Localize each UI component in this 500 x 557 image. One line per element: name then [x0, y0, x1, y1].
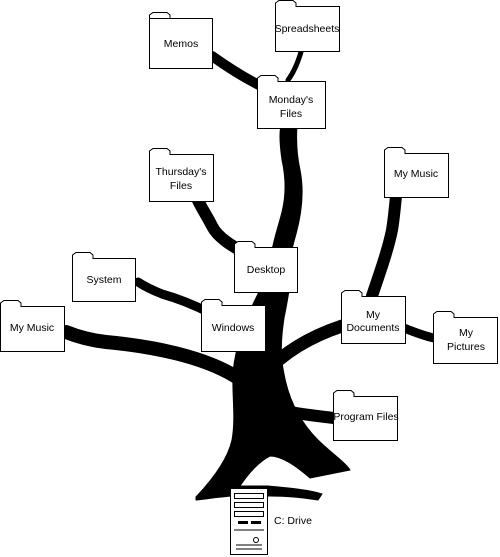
folder-my-documents[interactable]: My Documents — [341, 290, 406, 344]
folder-icon — [341, 290, 406, 344]
branch-program-files — [274, 404, 340, 424]
folder-label-my-documents-2: Documents — [346, 322, 399, 334]
branch-my-music-left — [59, 325, 245, 385]
folder-label-system: System — [86, 274, 121, 286]
folder-label-spreadsheets: Spreadsheets — [275, 23, 340, 35]
folder-icon — [149, 12, 213, 69]
drive-label: C: Drive — [274, 515, 312, 527]
folder-label-program-files: Program Files — [333, 411, 398, 423]
folder-icon — [72, 252, 136, 302]
folder-icon — [257, 75, 326, 129]
folder-my-pictures[interactable]: My Pictures — [433, 311, 498, 364]
folder-label-thursdays-files-2: Files — [170, 180, 192, 192]
folder-label-desktop: Desktop — [247, 264, 286, 276]
folder-icon — [384, 147, 449, 198]
folder-label-my-music-left: My Music — [10, 322, 54, 334]
folder-label-my-documents: My — [366, 309, 381, 321]
branch-spreadsheets — [285, 49, 304, 83]
folder-icon — [433, 311, 498, 364]
folder-spreadsheets[interactable]: Spreadsheets — [275, 0, 340, 52]
folder-memos[interactable]: Memos — [149, 12, 213, 69]
folder-label-my-music-right: My Music — [394, 168, 438, 180]
folder-icon — [0, 300, 65, 352]
folder-label-memos: Memos — [164, 38, 198, 50]
folder-my-music-left[interactable]: My Music — [0, 300, 65, 352]
branch-system — [133, 277, 213, 317]
folder-thursdays-files[interactable]: Thursday's Files — [149, 148, 214, 202]
folder-my-music-right[interactable]: My Music — [384, 147, 449, 198]
folder-label-my-pictures: My — [459, 327, 474, 339]
folder-windows[interactable]: Windows — [201, 299, 266, 352]
folder-label-windows: Windows — [212, 322, 255, 334]
folder-label-mondays-files-2: Files — [280, 108, 302, 120]
branch-my-pictures — [399, 323, 439, 343]
folder-icon — [234, 241, 298, 293]
tree-trunk — [195, 261, 351, 498]
folder-system[interactable]: System — [72, 252, 136, 302]
computer-tower-icon[interactable] — [230, 488, 268, 555]
folder-label-my-pictures-2: Pictures — [447, 341, 485, 353]
folder-icon — [275, 0, 340, 52]
folder-icon — [149, 148, 214, 202]
folder-icon — [333, 390, 398, 441]
folder-label-mondays-files: Monday's — [269, 94, 314, 106]
folder-desktop[interactable]: Desktop — [234, 241, 298, 293]
folder-icon — [201, 299, 266, 352]
branch-my-music-right — [366, 190, 402, 302]
folder-mondays-files[interactable]: Monday's Files — [257, 75, 326, 129]
folder-program-files[interactable]: Program Files — [333, 390, 399, 441]
folder-label-thursdays-files: Thursday's — [155, 166, 206, 178]
tree-upper-trunk — [269, 125, 303, 263]
branch-my-documents — [257, 319, 349, 381]
